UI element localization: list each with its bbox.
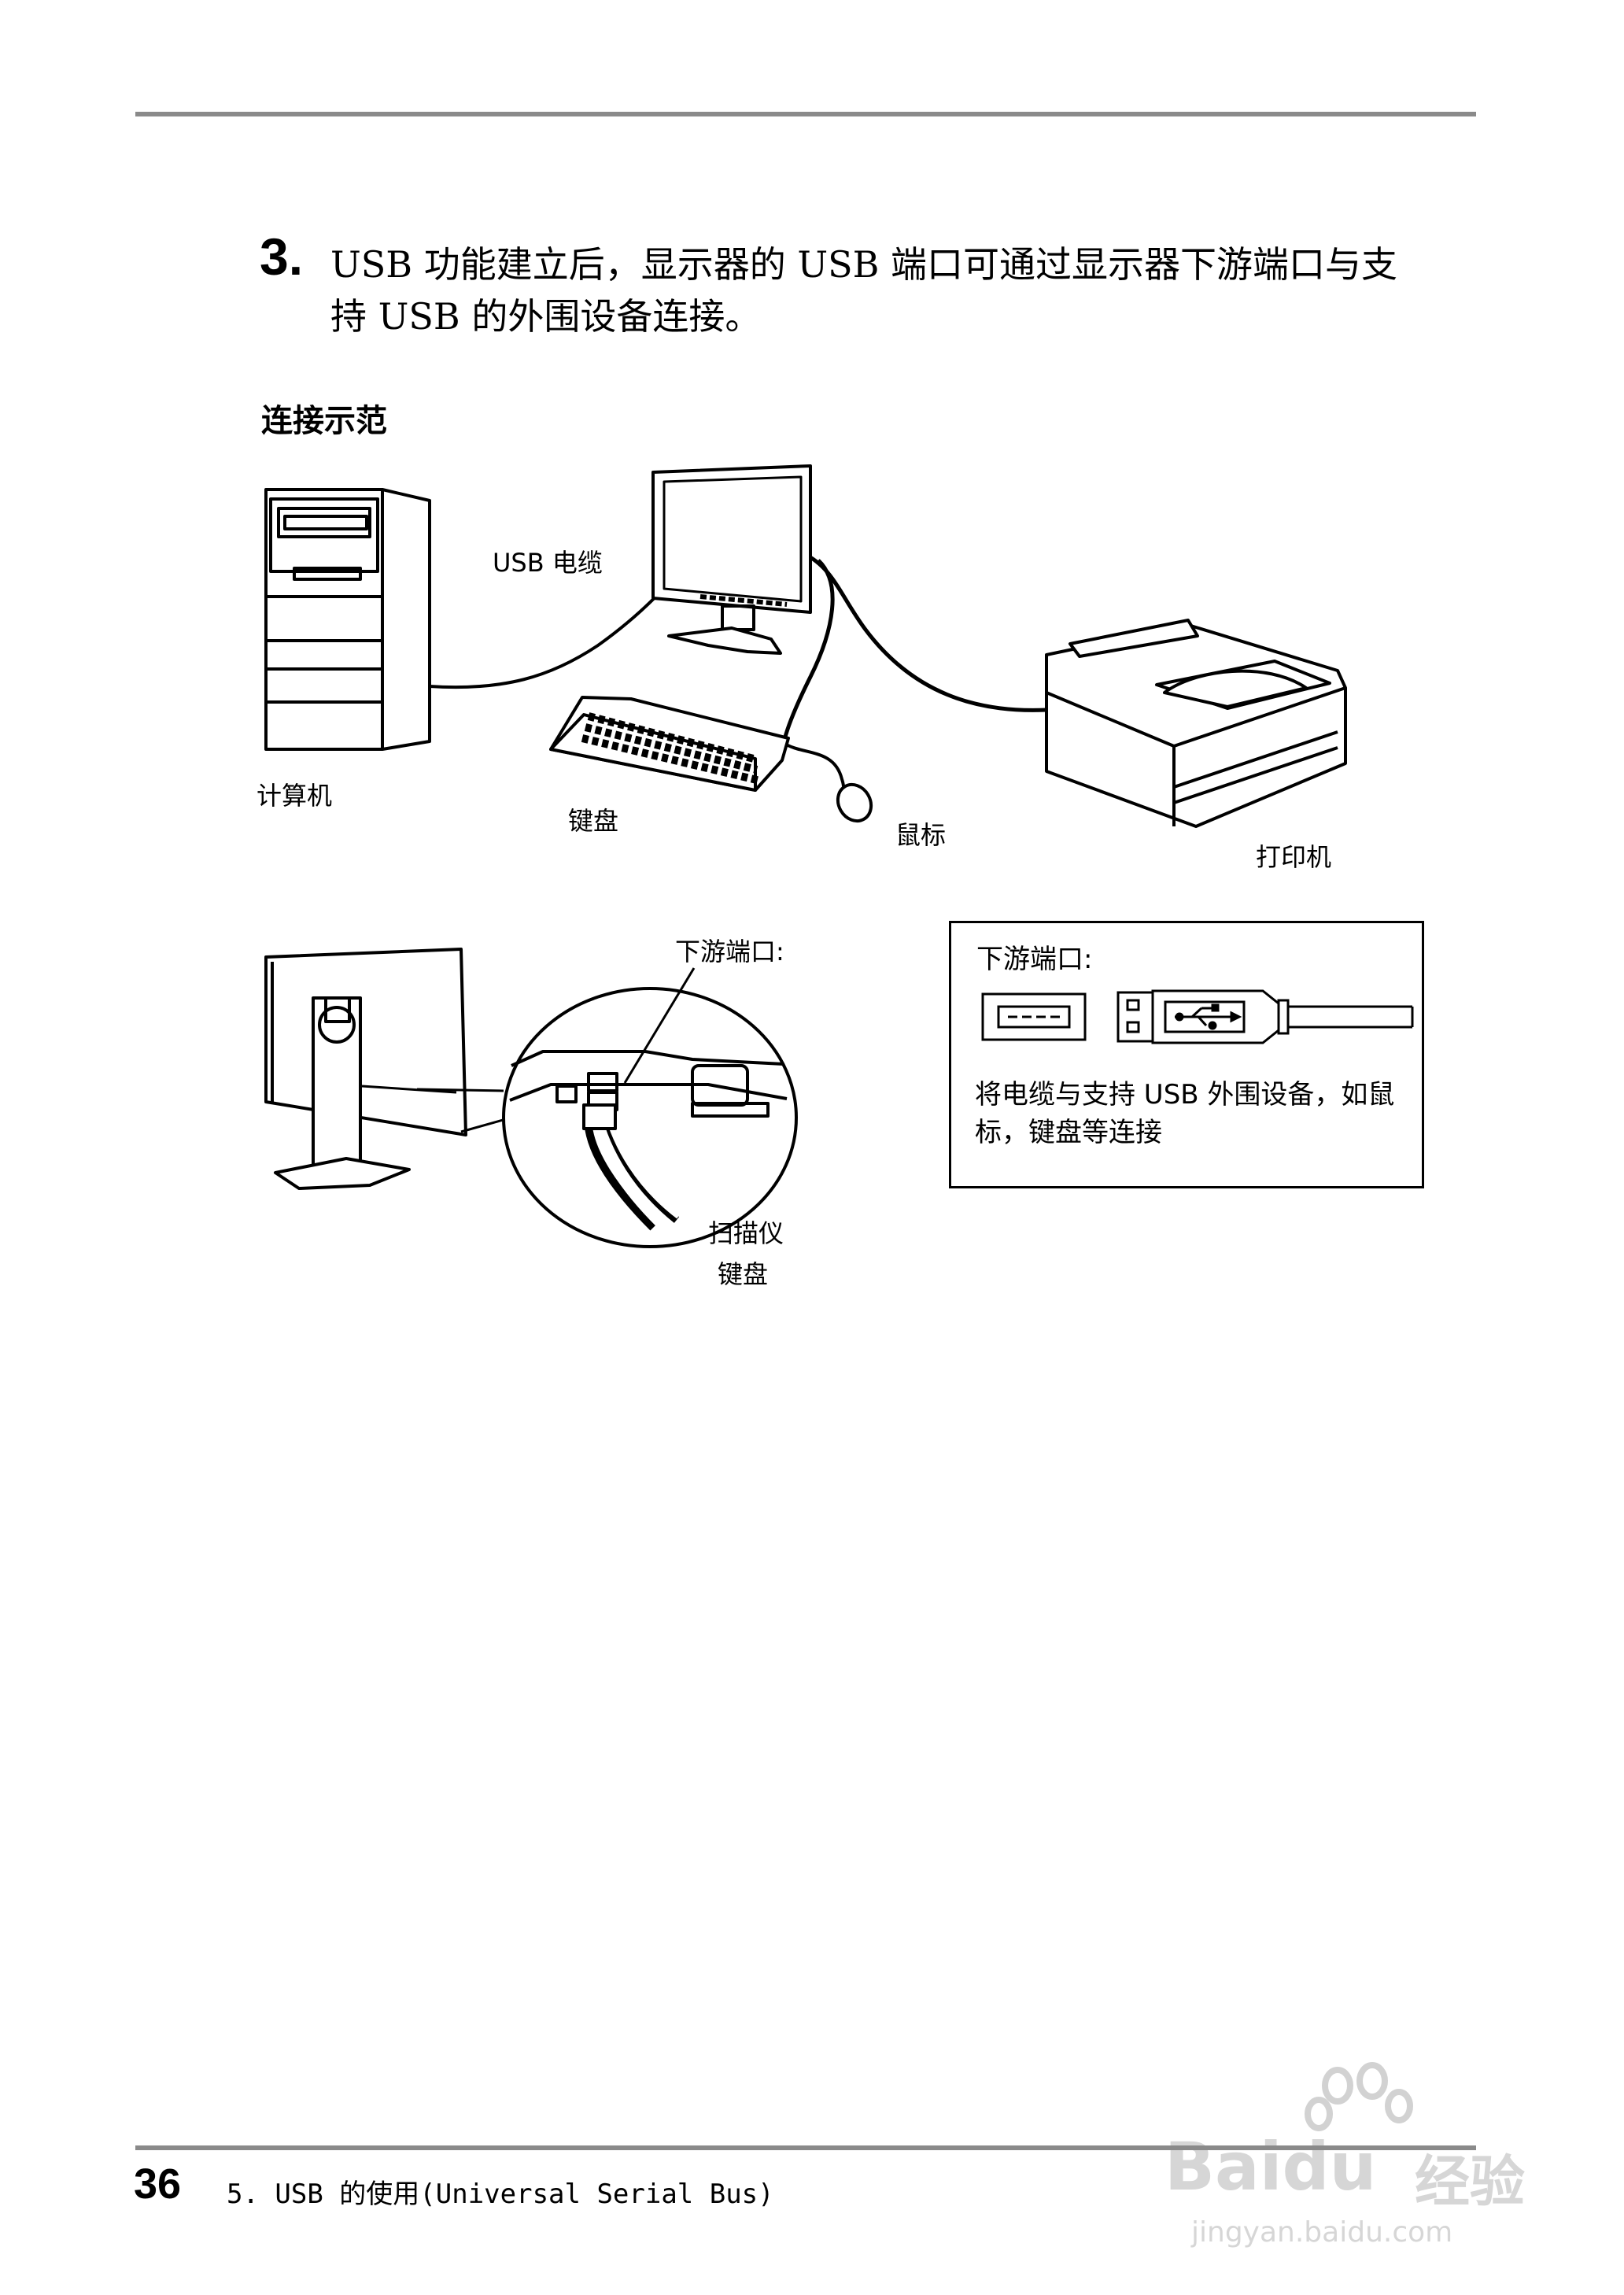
scanner-label: 扫描仪 bbox=[708, 1218, 784, 1248]
usb-port-icon bbox=[981, 992, 1087, 1041]
step-text-line-2: 持 USB 的外围设备连接。 bbox=[330, 295, 762, 338]
cable-monitor-printer bbox=[803, 552, 1047, 712]
monitor-rear-illustration bbox=[264, 948, 467, 1190]
watermark-brand: Baidu bbox=[1164, 2128, 1377, 2205]
computer-label: 计算机 bbox=[257, 781, 333, 811]
printer-label: 打印机 bbox=[1256, 842, 1332, 872]
keyboard-label: 键盘 bbox=[568, 806, 619, 836]
downstream-port-label: 下游端口: bbox=[675, 937, 784, 966]
watermark-url: jingyan.baidu.com bbox=[1191, 2216, 1453, 2249]
mouse-label: 鼠标 bbox=[895, 820, 947, 850]
cable-monitor-keyboard bbox=[781, 559, 835, 744]
usb-symbol-icon bbox=[1175, 1003, 1242, 1030]
port-detail-diagram bbox=[264, 948, 798, 1248]
cable-keyboard-mouse bbox=[782, 741, 846, 798]
paw-icon bbox=[1305, 2062, 1413, 2131]
keyboard-illustration bbox=[549, 696, 790, 792]
section-title: 连接示范 bbox=[261, 403, 387, 439]
keyboard-label-2: 键盘 bbox=[718, 1259, 769, 1289]
info-box-line-2: 标，键盘等连接 bbox=[975, 1117, 1162, 1148]
footer-chapter: 5. USB 的使用(Universal Serial Bus) bbox=[227, 2179, 774, 2210]
connection-diagram bbox=[264, 464, 1347, 828]
watermark-brand-cn: 经验 bbox=[1415, 2149, 1525, 2214]
step-text-line-1: USB 功能建立后，显示器的 USB 端口可通过显示器下游端口与支 bbox=[330, 243, 1398, 286]
top-rule bbox=[135, 112, 1476, 116]
bottom-rule bbox=[135, 2145, 1476, 2150]
page-number: 36 bbox=[134, 2160, 182, 2208]
step-number: 3. bbox=[260, 227, 304, 286]
downstream-info-box: 下游端口: 将电缆与支持 bbox=[949, 921, 1424, 1188]
printer-illustration bbox=[1045, 619, 1347, 828]
computer-illustration bbox=[264, 488, 431, 751]
monitor-illustration bbox=[651, 464, 812, 655]
port-closeup bbox=[509, 1050, 788, 1231]
usb-cable-label: USB 电缆 bbox=[493, 548, 603, 578]
mouse-illustration bbox=[836, 782, 873, 823]
info-box-line-1: 将电缆与支持 USB 外围设备，如鼠 bbox=[975, 1079, 1395, 1111]
baidu-watermark: Baidu 经验 jingyan.baidu.com bbox=[1164, 2062, 1542, 2251]
info-box-title: 下游端口: bbox=[976, 944, 1093, 975]
usb-connector-illustration bbox=[981, 989, 1414, 1044]
